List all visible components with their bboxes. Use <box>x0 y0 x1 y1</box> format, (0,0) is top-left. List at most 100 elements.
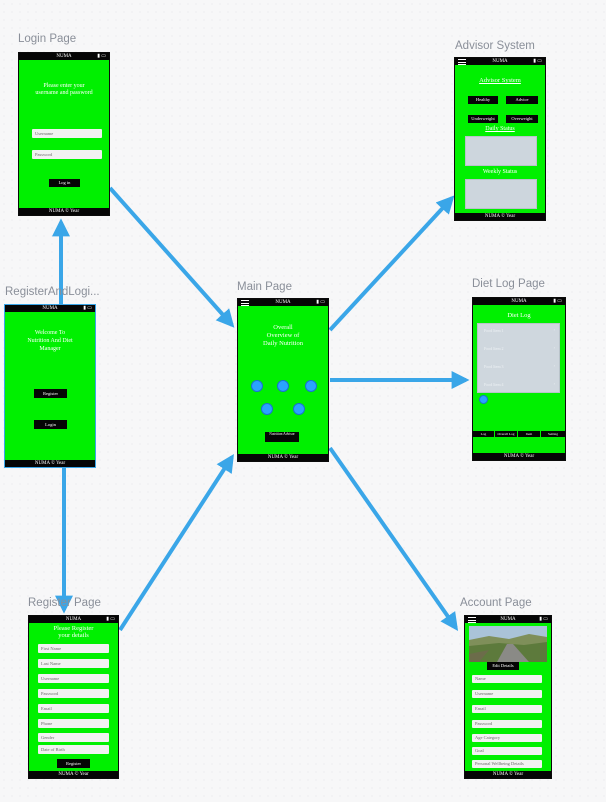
weekly-status-title: Weekly Status <box>482 169 518 175</box>
status-bar: NUMA ▮ ▭ <box>238 299 328 306</box>
email-input[interactable]: Email <box>38 704 109 713</box>
battery-icon: ▮ ▭ <box>106 617 115 622</box>
overweight-button[interactable]: Overweight <box>506 115 538 123</box>
login-button[interactable]: Log in <box>49 179 80 187</box>
weekly-status-panel <box>465 179 537 209</box>
login-button[interactable]: Login <box>34 420 67 429</box>
battery-icon: ▮ ▭ <box>533 59 542 64</box>
arrow-login-to-main <box>108 186 235 328</box>
welcome-heading: Welcome To Nutrition And Diet Manager <box>27 330 73 352</box>
advice-button[interactable]: Advice <box>506 96 538 104</box>
register-page-frame: NUMA ▮ ▭ Please Register your details Fir… <box>28 615 119 779</box>
goal-field[interactable]: Goal <box>472 747 542 755</box>
main-heading: Overall Overview of Daily Nutrition <box>263 324 303 347</box>
food-item[interactable]: Food Item 4 <box>484 382 504 387</box>
nutrient-circle[interactable] <box>251 380 263 392</box>
nutrient-circle[interactable] <box>293 403 305 415</box>
footer: NUMA © Year <box>238 454 328 461</box>
chevron-right-icon: › <box>553 381 555 386</box>
status-bar-text: NUMA <box>492 59 508 64</box>
food-item[interactable]: Food Item 2 <box>484 346 504 351</box>
age-category-field[interactable]: Age Category <box>472 734 542 742</box>
advisor-page-label: Advisor System <box>455 40 535 52</box>
advisor-page-frame: NUMA ▮ ▭ Advisor System Healthy Advice Un… <box>454 57 546 221</box>
battery-icon: ▮ ▭ <box>97 54 106 59</box>
daily-status-panel <box>465 136 537 166</box>
status-bar: NUMA ▮ ▭ <box>19 53 109 60</box>
account-page-label: Account Page <box>460 597 532 609</box>
footer: NUMA © Year <box>5 460 95 467</box>
healthy-button[interactable]: Healthy <box>468 96 498 104</box>
food-item[interactable]: Food Item 1 <box>484 328 504 333</box>
tab-overall-log[interactable]: Overall Log <box>495 431 518 437</box>
username-field[interactable]: Username <box>472 690 542 698</box>
tab-log[interactable]: Log <box>473 431 495 437</box>
menu-icon[interactable] <box>468 617 476 625</box>
underweight-button[interactable]: Underweight <box>468 115 498 123</box>
register-page-label: Register Page <box>28 597 101 609</box>
battery-icon: ▮ ▭ <box>553 299 562 304</box>
nutrition-advisor-button[interactable]: Nutrition Advisor <box>265 432 299 442</box>
chevron-right-icon: › <box>553 327 555 332</box>
battery-icon: ▮ ▭ <box>316 300 325 305</box>
arrow-register-to-main <box>118 453 234 632</box>
password-field[interactable]: Password <box>472 720 542 728</box>
footer: NUMA © Year <box>19 208 109 215</box>
dietlog-page-frame: NUMA ▮ ▭ Diet Log Food Item 1 › Food Item… <box>472 297 566 461</box>
profile-photo <box>469 626 547 662</box>
email-field[interactable]: Email <box>472 705 542 713</box>
status-bar: NUMA ▮ ▭ <box>473 298 565 305</box>
advisor-title: Advisor System <box>479 77 521 84</box>
status-bar-text: NUMA <box>56 54 72 59</box>
nutrient-circle[interactable] <box>261 403 273 415</box>
welcome-page-frame: NUMA ▮ ▭ Welcome To Nutrition And Diet Ma… <box>4 304 96 468</box>
chevron-right-icon: › <box>553 345 555 350</box>
wellbeing-details-field[interactable]: Personal Wellbeing Details <box>472 760 542 768</box>
register-heading: Please Register your details <box>53 625 94 639</box>
menu-icon[interactable] <box>241 300 249 308</box>
phone-input[interactable]: Phone <box>38 719 109 728</box>
date-of-birth-select[interactable]: Date of Birth <box>38 745 109 754</box>
footer: NUMA © Year <box>455 213 545 220</box>
password-input[interactable]: Password <box>38 689 109 698</box>
nutrient-circle[interactable] <box>305 380 317 392</box>
main-page-frame: NUMA ▮ ▭ Overall Overview of Daily Nutrit… <box>237 298 329 462</box>
username-input[interactable]: Username <box>38 674 109 683</box>
tab-item[interactable]: Item <box>518 431 541 437</box>
status-bar: NUMA ▮ ▭ <box>455 58 545 65</box>
last-name-input[interactable]: Last Name <box>38 659 109 668</box>
account-page-frame: NUMA▮ ▭ Edit Details Name Username Email… <box>464 615 552 779</box>
dietlog-title: Diet Log <box>507 312 531 319</box>
gender-select[interactable]: Gender <box>38 733 109 742</box>
edit-details-button[interactable]: Edit Details <box>487 662 519 670</box>
register-button[interactable]: Register <box>34 389 67 398</box>
menu-icon[interactable] <box>458 59 466 67</box>
username-input[interactable]: Username <box>32 129 102 138</box>
nutrient-circle[interactable] <box>277 380 289 392</box>
footer: NUMA © Year <box>465 771 551 778</box>
login-heading: Please enter your username and password <box>35 83 93 96</box>
chevron-right-icon: › <box>553 363 555 368</box>
password-input[interactable]: Password <box>32 150 102 159</box>
add-item-button[interactable] <box>479 395 488 404</box>
status-bar-text: NUMA <box>42 306 58 311</box>
arrow-main-to-account <box>328 446 459 631</box>
main-page-label: Main Page <box>237 281 292 293</box>
name-field[interactable]: Name <box>472 675 542 683</box>
status-bar-text: NUMA <box>500 617 516 622</box>
first-name-input[interactable]: First Name <box>38 644 109 653</box>
register-button[interactable]: Register <box>57 759 90 768</box>
tab-setting[interactable]: Setting <box>541 431 565 437</box>
footer: NUMA © Year <box>29 771 118 778</box>
status-bar-text: NUMA <box>511 299 527 304</box>
welcome-page-label: RegisterAndLogi... <box>5 286 100 298</box>
battery-icon: ▮ ▭ <box>83 306 92 311</box>
footer: NUMA © Year <box>473 453 565 460</box>
login-page-label: Login Page <box>18 33 77 45</box>
status-bar: NUMA▮ ▭ <box>465 616 551 623</box>
status-bar-text: NUMA <box>275 300 291 305</box>
daily-status-title: Daily Status <box>485 126 515 132</box>
status-bar-text: NUMA <box>65 617 82 622</box>
food-item[interactable]: Food Item 3 <box>484 364 504 369</box>
